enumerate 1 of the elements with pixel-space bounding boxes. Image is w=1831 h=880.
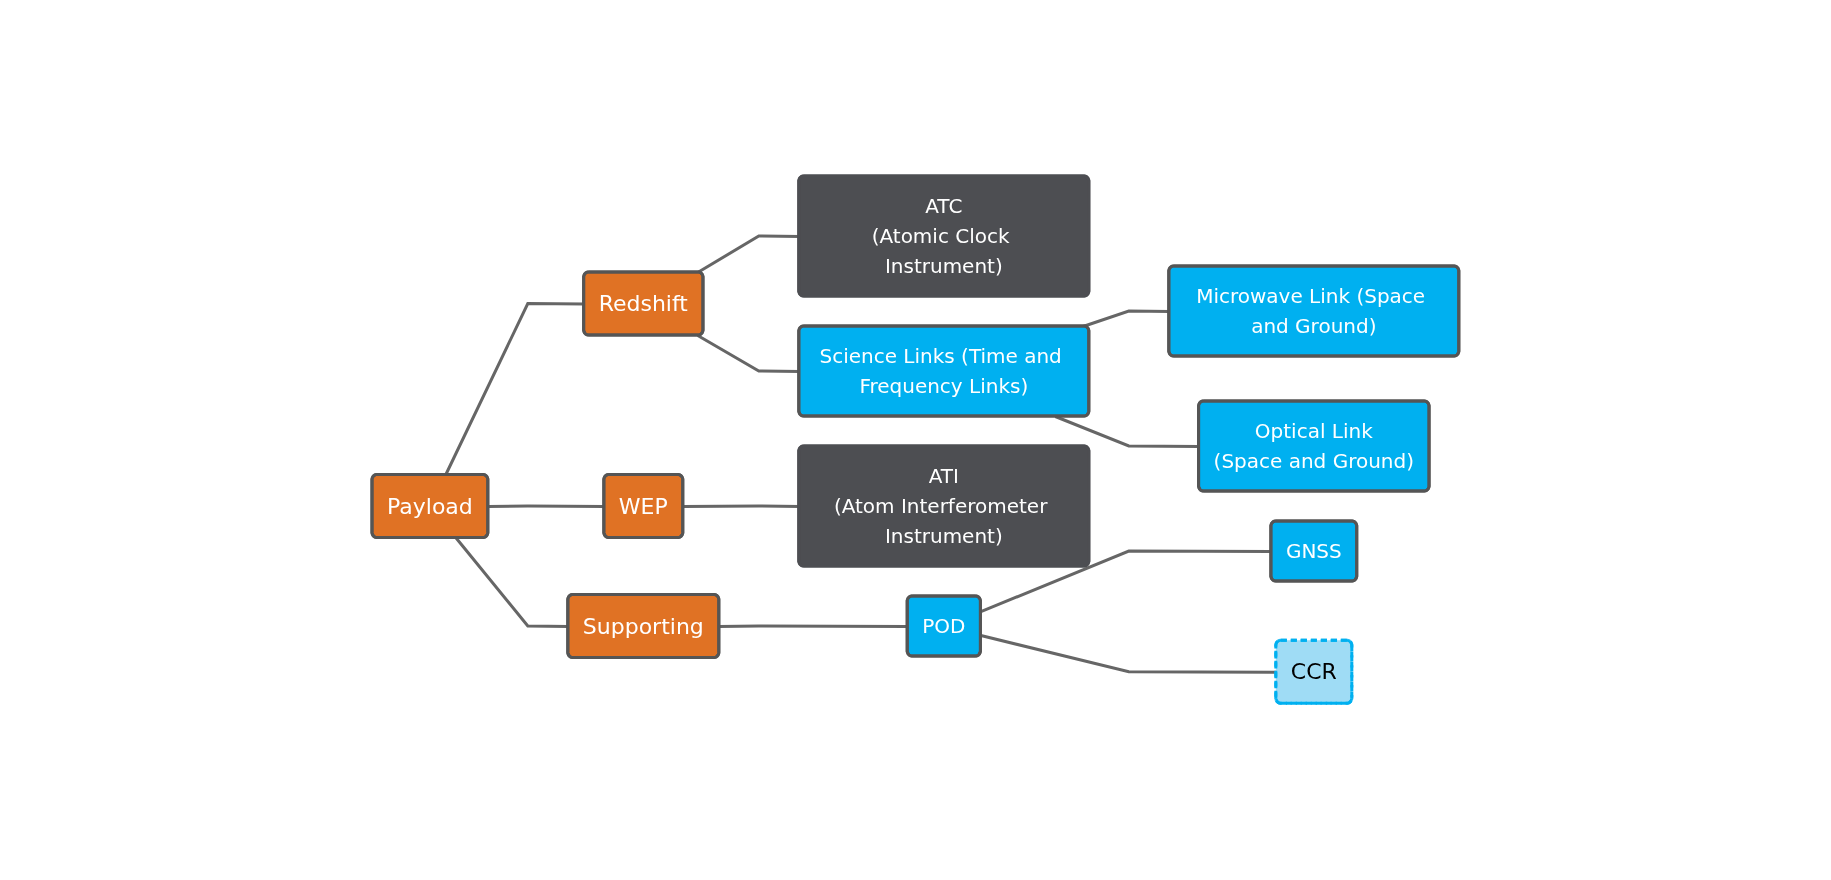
connector: [719, 624, 908, 629]
